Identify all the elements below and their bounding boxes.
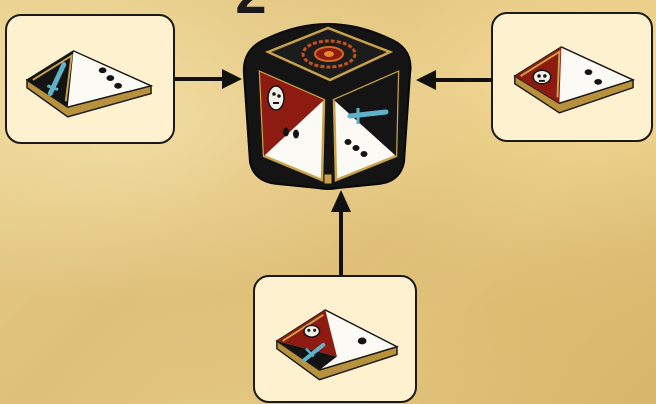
tile-panel-left[interactable] [5,14,175,144]
tile-panel-right[interactable] [491,12,653,142]
bottom-tile [255,277,415,401]
skull-shield-icon [533,70,550,84]
one-pip-icon [358,338,367,345]
arrow-left-to-die [175,69,242,89]
skull-shield-icon [304,325,320,337]
arrow-bottom-to-die [331,190,351,275]
arrow-right-to-die [416,70,491,90]
skull-shield-icon [268,86,284,110]
tile-panel-bottom[interactable] [253,275,417,403]
right-tile [493,14,651,140]
combat-die[interactable] [238,14,418,190]
left-tile [7,16,173,142]
